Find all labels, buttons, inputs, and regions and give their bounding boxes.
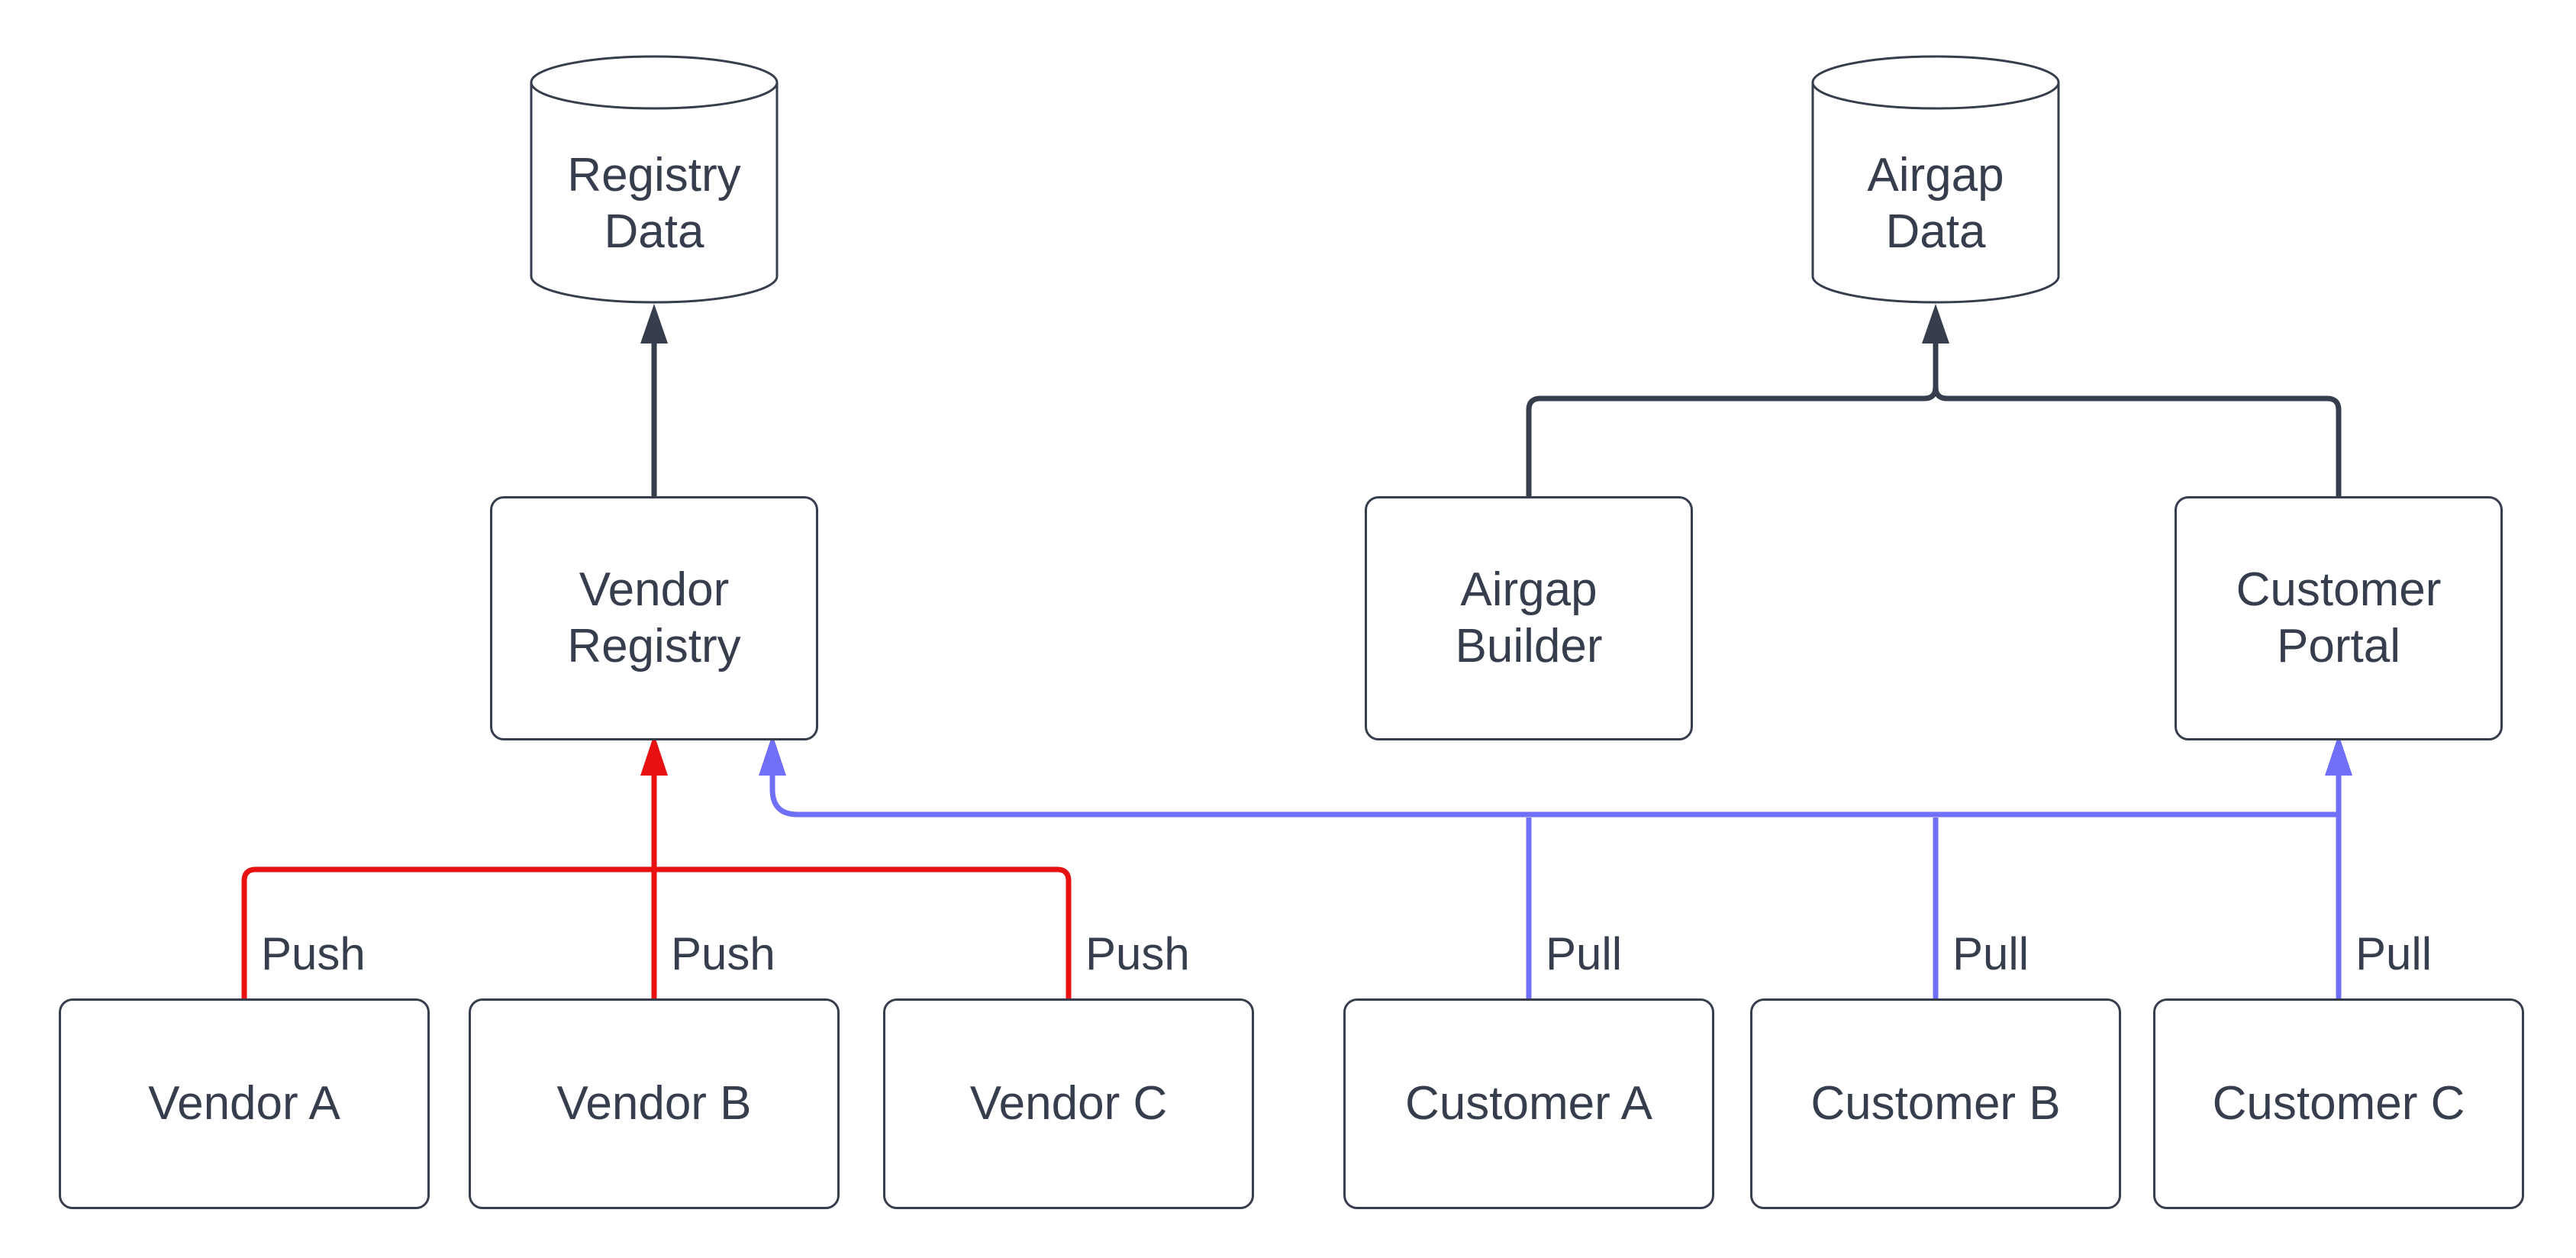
- node-customer-portal: Customer Portal: [2175, 496, 2503, 740]
- arrowhead-airgap-data: [1922, 304, 1949, 344]
- customer-portal-line2: Portal: [2277, 620, 2400, 673]
- airgap-builder-line2: Builder: [1455, 620, 1603, 673]
- arrowhead-registry-data: [640, 304, 668, 344]
- airgap-data-label: Airgap Data: [1811, 55, 2060, 304]
- customer-portal-line1: Customer: [2236, 563, 2442, 616]
- vendor-b-label: Vendor B: [556, 1077, 752, 1130]
- airgap-builder-line1: Airgap: [1460, 563, 1598, 616]
- node-customer-c: Customer C: [2153, 998, 2524, 1209]
- node-customer-a: Customer A: [1343, 998, 1714, 1209]
- database-cylinder-shape: [1811, 55, 2060, 304]
- node-vendor-b: Vendor B: [469, 998, 840, 1209]
- registry-data-line2: Data: [604, 205, 704, 258]
- edge-label-push-vendor-a: Push: [261, 928, 366, 979]
- vendor-c-label: Vendor C: [969, 1077, 1168, 1130]
- arrowhead-push-vendor-registry: [640, 734, 668, 776]
- cylinder-airgap-data: Airgap Data: [1811, 55, 2060, 304]
- airgap-data-line2: Data: [1885, 205, 1986, 258]
- vendor-a-label: Vendor A: [148, 1077, 340, 1130]
- customer-a-label: Customer A: [1405, 1077, 1652, 1130]
- vendor-registry-line1: Vendor: [579, 563, 730, 616]
- cylinder-registry-data: Registry Data: [530, 55, 779, 304]
- customer-c-label: Customer C: [2212, 1077, 2465, 1130]
- edge-push-vendor-c: [654, 866, 1072, 998]
- edge-label-push-vendor-b: Push: [671, 928, 775, 979]
- customer-b-label: Customer B: [1810, 1077, 2061, 1130]
- edge-pull-bus-to-vendor-registry: [769, 776, 2339, 818]
- airgap-data-line1: Airgap: [1867, 149, 2004, 202]
- edge-airgap-builder-to-airgap-data: [1526, 344, 1939, 496]
- edge-label-pull-customer-b: Pull: [1952, 928, 2030, 979]
- arrowhead-pull-customer-portal: [2325, 734, 2352, 776]
- vendor-registry-line2: Registry: [567, 620, 741, 673]
- node-airgap-builder: Airgap Builder: [1365, 496, 1693, 740]
- edge-label-pull-customer-a: Pull: [1546, 928, 1623, 979]
- database-cylinder-shape: [530, 55, 779, 304]
- registry-data-label: Registry Data: [530, 55, 779, 304]
- node-customer-b: Customer B: [1750, 998, 2121, 1209]
- edge-customer-portal-to-airgap-data: [1933, 386, 2342, 496]
- node-vendor-c: Vendor C: [883, 998, 1254, 1209]
- edge-push-vendor-a: [241, 866, 654, 998]
- registry-data-line1: Registry: [567, 149, 741, 202]
- edge-label-pull-customer-c: Pull: [2355, 928, 2433, 979]
- node-vendor-a: Vendor A: [59, 998, 430, 1209]
- arrowhead-pull-vendor-registry: [759, 734, 786, 776]
- edge-label-push-vendor-c: Push: [1085, 928, 1190, 979]
- node-vendor-registry: Vendor Registry: [490, 496, 818, 740]
